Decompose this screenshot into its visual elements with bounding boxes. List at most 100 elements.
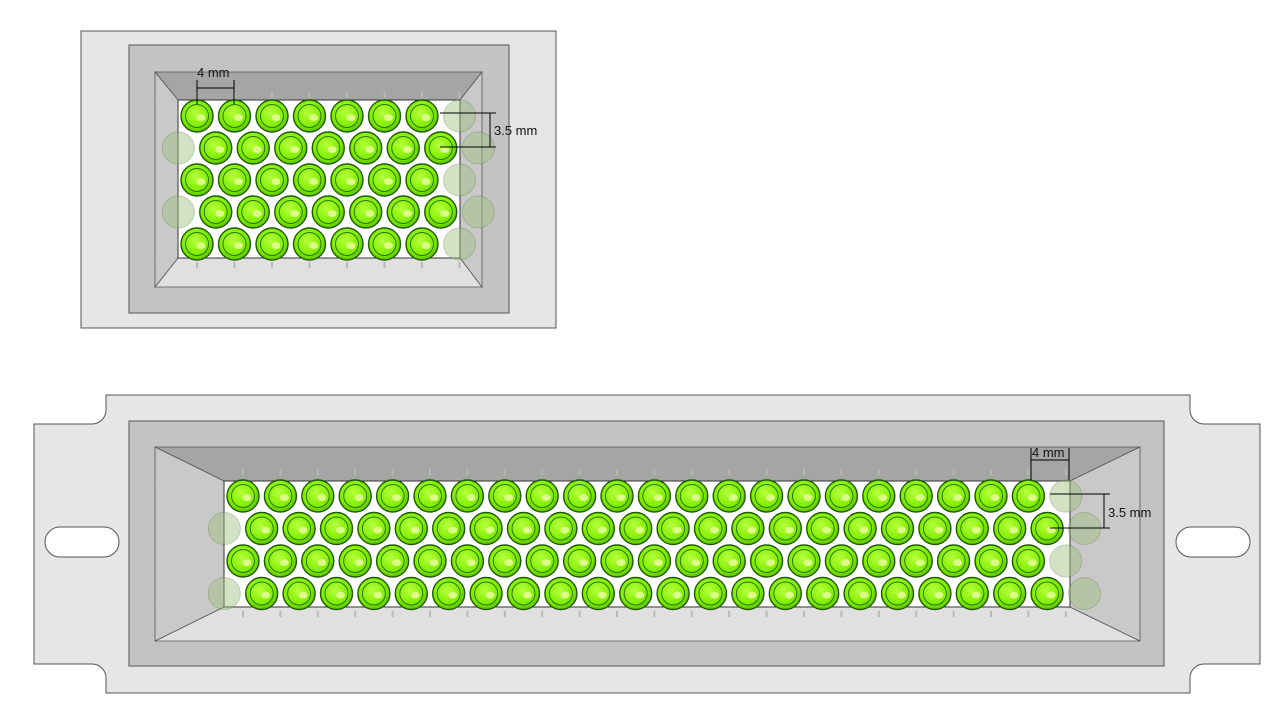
led-highlight [822, 591, 832, 599]
led-highlight [541, 559, 551, 567]
led-lens-ring [754, 483, 779, 509]
led-highlight [784, 526, 794, 534]
led-lens-ring [316, 135, 341, 161]
led-lens-ring [1016, 548, 1041, 574]
led-lens-ring [567, 548, 592, 574]
led-lens-ring [885, 581, 910, 606]
led-lens-ring [455, 548, 480, 574]
ghost-led [1049, 479, 1083, 513]
led [330, 163, 364, 197]
led-highlight [803, 559, 813, 567]
led-lens-ring [848, 516, 873, 541]
led [749, 544, 784, 578]
led-lens-ring [548, 516, 573, 541]
led [656, 511, 690, 546]
large-pin-row [242, 469, 1067, 617]
led-highlight [504, 559, 514, 567]
led-lens-ring [324, 516, 349, 541]
led-highlight [1046, 591, 1056, 599]
led-lens-ring [810, 581, 835, 606]
led-lens-ring [997, 516, 1022, 541]
led-highlight [242, 494, 252, 502]
led-lens-ring [773, 516, 798, 541]
led-lens-ring [810, 516, 835, 541]
led-lens-ring [735, 581, 760, 606]
led-highlight [840, 559, 850, 567]
led-highlight [541, 494, 551, 502]
led-lens-ring [428, 135, 453, 161]
led-highlight [261, 526, 271, 534]
led-highlight [784, 591, 794, 599]
led [637, 544, 672, 578]
led [880, 576, 915, 611]
led-lens-ring [1035, 581, 1060, 606]
led-lens-ring [530, 548, 555, 574]
led [1030, 576, 1064, 611]
led [1011, 544, 1046, 578]
led [263, 479, 298, 513]
led-highlight [346, 178, 356, 186]
led-highlight [971, 591, 981, 599]
led [282, 511, 316, 546]
led [338, 479, 372, 513]
led-highlight [290, 210, 300, 218]
led [226, 544, 260, 578]
led-highlight [298, 591, 308, 599]
led-lens-ring [661, 516, 686, 541]
large-row-label: 3.5 mm [1108, 505, 1151, 520]
led [413, 544, 447, 578]
led [274, 195, 308, 229]
led-lens-ring [791, 548, 817, 574]
led-lens-ring [361, 516, 386, 541]
ghost-led [443, 163, 476, 197]
led-highlight [859, 526, 869, 534]
led-highlight [317, 559, 327, 567]
led-highlight [384, 114, 393, 122]
led [180, 227, 214, 261]
led-highlight [523, 526, 532, 534]
led-lens-ring [343, 548, 368, 574]
small-bevel-left [154, 70, 179, 289]
led-highlight [196, 178, 206, 186]
led-highlight [635, 591, 645, 599]
led [405, 163, 439, 197]
led-lens-ring [829, 483, 854, 509]
led-highlight [298, 526, 308, 534]
led [311, 131, 345, 165]
led-highlight [710, 591, 719, 599]
small-pitch-dimension: 4 mm [196, 65, 235, 104]
led-lens-ring [922, 516, 947, 541]
led [918, 511, 952, 546]
led [394, 511, 428, 546]
led-lens-ring [922, 581, 947, 606]
led-lens-ring [297, 167, 322, 193]
led [880, 511, 915, 546]
led [319, 576, 354, 611]
led [330, 99, 364, 133]
led [255, 163, 289, 197]
led-lens-ring [203, 135, 228, 161]
led [405, 227, 439, 261]
led-lens-ring [679, 548, 704, 574]
led-highlight [766, 494, 776, 502]
led-lens-ring [885, 516, 910, 541]
led-lens-ring [380, 483, 405, 509]
led-lens-ring [492, 548, 517, 574]
led-highlight [421, 178, 431, 186]
led-highlight [990, 494, 1000, 502]
led [236, 131, 270, 165]
ghost-led [161, 131, 195, 165]
large-pitch-label: 4 mm [1032, 445, 1065, 460]
led [255, 99, 289, 133]
led-highlight [448, 591, 458, 599]
led-highlight [485, 526, 495, 534]
led-lens-ring [754, 548, 779, 574]
led [311, 195, 345, 229]
ghost-led [461, 195, 495, 229]
led [488, 544, 522, 578]
led-lens-ring [661, 581, 686, 606]
led-highlight [309, 242, 318, 250]
led-lens-ring [1016, 483, 1041, 509]
led-lens-ring [548, 581, 573, 606]
led-lens-ring [791, 483, 817, 509]
